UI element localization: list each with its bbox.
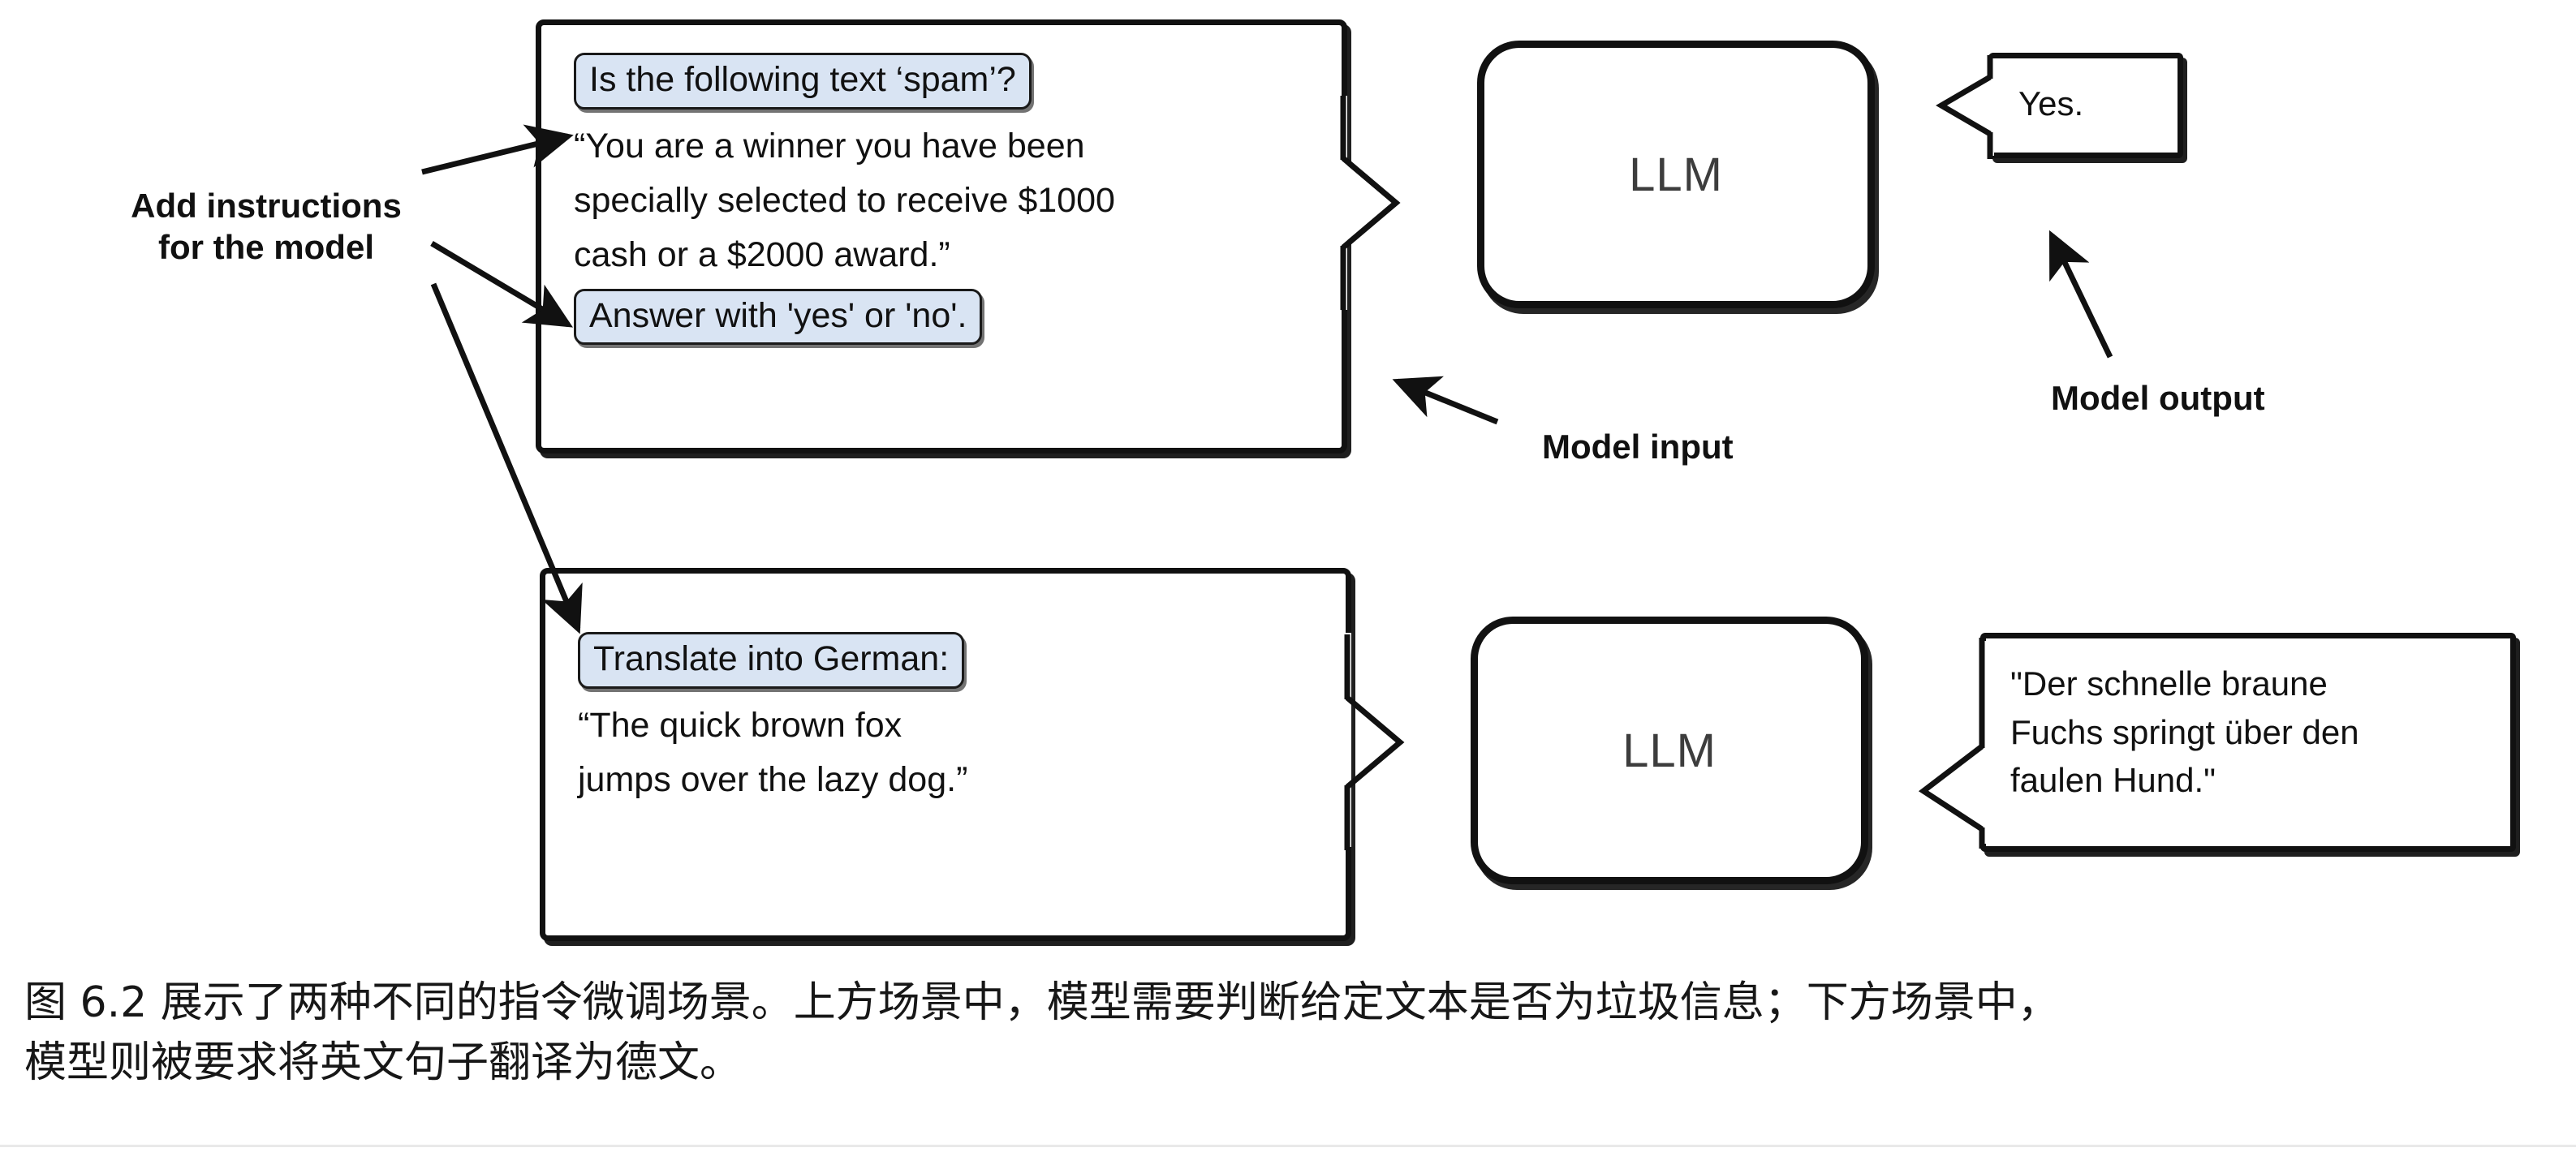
annotation-add-instructions-line2: for the model (157, 228, 374, 267)
arrow-model-output (2048, 230, 2113, 359)
annotation-model-input: Model input (1542, 428, 1734, 466)
annotation-add-instructions: Add instructions for the model (120, 185, 412, 268)
model-output-line-3-german: faulen Hund." (2010, 761, 2216, 800)
model-input-content-spam: Is the following text ‘spam’? “You are a… (541, 25, 1342, 448)
model-output-text-yes: Yes. (2018, 84, 2084, 123)
output-tail-yes-icon (1936, 55, 1994, 159)
annotation-model-output: Model output (2051, 379, 2265, 417)
llm-label-spam: LLM (1629, 148, 1723, 201)
input-body-line-2-german: jumps over the lazy dog.” (578, 759, 968, 799)
instruction-chip-top-spam: Is the following text ‘spam’? (574, 53, 1032, 110)
model-input-box-spam[interactable]: Is the following text ‘spam’? “You are a… (536, 19, 1347, 453)
input-body-line-1-german: “The quick brown fox (578, 705, 902, 745)
arrow-model-input (1392, 376, 1499, 425)
llm-box-spam[interactable]: LLM (1477, 41, 1875, 308)
figure-canvas: Is the following text ‘spam’? “You are a… (120, 19, 2516, 941)
llm-box-german[interactable]: LLM (1471, 617, 1868, 884)
model-output-text-german: "Der schnelle braune Fuchs springt über … (1986, 638, 2510, 846)
instruction-chip-bottom-spam: Answer with 'yes' or 'no'. (574, 288, 983, 346)
model-input-box-german[interactable]: Translate into German: “The quick brown … (540, 568, 1351, 941)
model-output-line-1-german: "Der schnelle braune (2010, 664, 2328, 703)
bottom-divider (0, 1145, 2576, 1147)
input-body-line-3-spam: cash or a $2000 award.” (574, 234, 950, 274)
figure-caption-line-2: 模型则被要求将英文句子翻译为德文。 (24, 1038, 743, 1087)
model-input-content-german: Translate into German: “The quick brown … (545, 574, 1346, 935)
figure-caption-line-1: 图 6.2 展示了两种不同的指令微调场景。上方场景中，模型需要判断给定文本是否为… (24, 978, 2060, 1027)
llm-label-german: LLM (1622, 724, 1717, 777)
annotation-add-instructions-line1: Add instructions (131, 187, 402, 225)
input-body-line-2-spam: specially selected to receive $1000 (574, 180, 1115, 220)
input-body-line-1-spam: “You are a winner you have been (574, 126, 1085, 165)
instruction-chip-top-german: Translate into German: (578, 632, 965, 689)
model-output-bubble-yes[interactable]: Yes. (1988, 53, 2183, 158)
model-output-bubble-german[interactable]: "Der schnelle braune Fuchs springt über … (1980, 633, 2516, 852)
output-tail-german-icon (1918, 638, 1986, 849)
model-output-line-2-german: Fuchs springt über den (2010, 712, 2359, 751)
figure-caption: 图 6.2 展示了两种不同的指令微调场景。上方场景中，模型需要判断给定文本是否为… (24, 974, 2557, 1094)
